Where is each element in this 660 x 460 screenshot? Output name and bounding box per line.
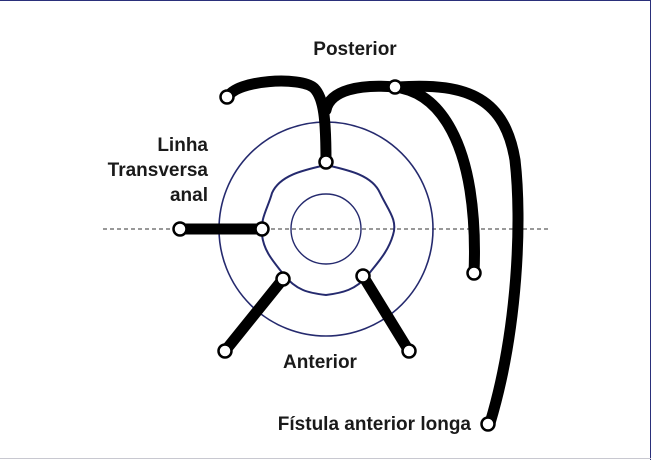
internal-opening-anterior-right	[355, 268, 371, 284]
right-border	[650, 0, 651, 460]
label-transversa: Transversa	[108, 160, 209, 181]
dentate-ring	[260, 163, 396, 297]
bottom-border	[0, 458, 651, 459]
anterior-left-tract	[219, 273, 289, 357]
external-opening-long-fistula	[480, 416, 496, 432]
external-opening-posterior-left	[219, 89, 235, 105]
external-opening-posterior-right	[387, 79, 403, 95]
external-opening-right	[466, 265, 482, 281]
posterior-tract-left	[222, 75, 332, 168]
top-border	[0, 0, 651, 1]
posterior-curved-tract	[389, 81, 481, 279]
internal-opening-posterior	[318, 154, 334, 170]
anterior-right-tract	[357, 270, 415, 357]
external-opening-lateral	[172, 221, 188, 237]
internal-opening-anterior-left	[275, 271, 291, 287]
label-anal: anal	[170, 185, 208, 206]
external-opening-anterior-left	[217, 343, 233, 359]
label-long-anterior-fistula: Fístula anterior longa	[278, 414, 472, 435]
label-linha: Linha	[157, 135, 208, 156]
label-posterior: Posterior	[313, 39, 397, 60]
internal-opening-lateral	[254, 221, 270, 237]
posterior-tract-right	[320, 80, 401, 116]
inner-anal-canal-circle	[290, 193, 362, 265]
external-opening-anterior-right	[401, 343, 417, 359]
label-anterior: Anterior	[283, 352, 358, 373]
long-anterior-fistula-tract	[392, 80, 524, 429]
